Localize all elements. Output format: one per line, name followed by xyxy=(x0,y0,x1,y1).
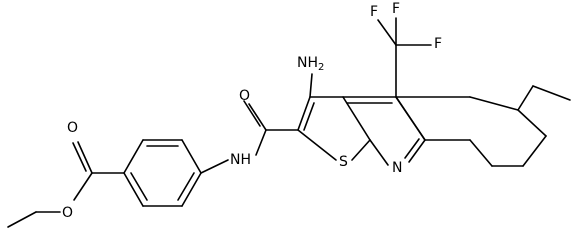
atom-labels: O O NH O NH2 F F F S N xyxy=(62,1,442,221)
atom-o-carbonyl-amide: O xyxy=(239,88,250,104)
atom-o-ether-ester: O xyxy=(62,205,73,221)
atom-o-carbonyl-ester: O xyxy=(67,120,78,136)
atom-s-thiophene: S xyxy=(339,154,348,170)
chemical-structure-diagram: O O NH O NH2 F F F S N xyxy=(7,1,571,228)
bond-lines xyxy=(7,17,571,228)
atom-n-pyridine: N xyxy=(392,160,402,176)
atom-nh2-amino: NH2 xyxy=(297,55,324,73)
atom-nh-amide: NH xyxy=(230,152,251,168)
atom-f-1: F xyxy=(370,4,378,20)
atom-f-3: F xyxy=(434,36,442,52)
atom-f-2: F xyxy=(392,1,400,17)
